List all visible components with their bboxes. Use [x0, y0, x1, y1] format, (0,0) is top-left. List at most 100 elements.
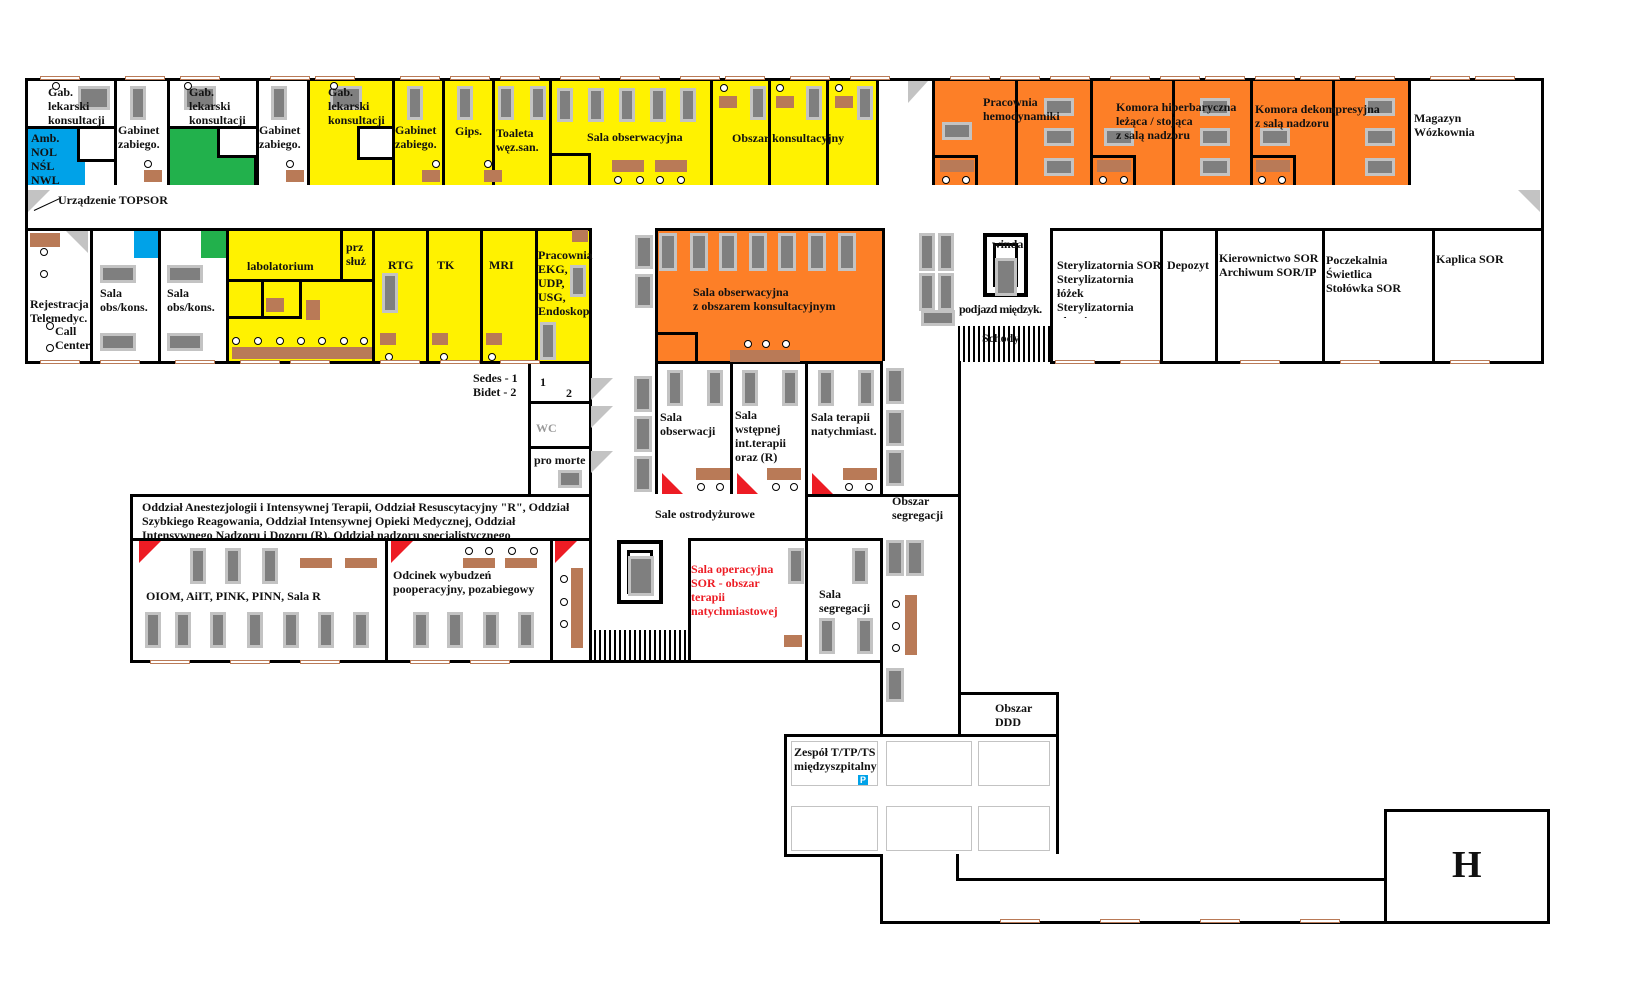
door-icon[interactable] [591, 451, 613, 473]
bed-icon [857, 618, 873, 654]
door-icon[interactable] [908, 81, 928, 103]
window-icon [440, 360, 480, 364]
room-labolatorium[interactable] [226, 228, 343, 282]
chair-icon [560, 620, 568, 628]
label-labolatorium: labolatorium [247, 259, 314, 273]
bed-icon [806, 86, 822, 120]
red-door-icon[interactable] [737, 473, 759, 495]
bed-icon [707, 370, 723, 406]
label-obszar-segregacji: Obszar segregacji [892, 494, 944, 522]
parking-bay [886, 806, 972, 851]
door-icon[interactable] [591, 406, 613, 428]
room-kierownictwo[interactable] [1215, 228, 1325, 364]
window-icon [500, 360, 540, 364]
bed-icon [819, 618, 835, 654]
stairs-icon[interactable] [958, 326, 1051, 362]
bed-icon [1260, 128, 1290, 146]
room-depozyt[interactable] [1160, 228, 1218, 364]
red-door-icon[interactable] [391, 541, 413, 563]
room-zespol-transport[interactable] [784, 734, 1059, 857]
bed-icon [938, 273, 954, 311]
door-icon[interactable] [28, 190, 50, 212]
window-icon [790, 76, 830, 80]
room-prz-sluz[interactable] [340, 228, 375, 282]
room-toilet-1[interactable] [528, 361, 592, 404]
bed-icon [407, 86, 423, 120]
door-icon[interactable] [1518, 190, 1540, 212]
bed-icon [886, 668, 904, 702]
window-icon [1200, 919, 1240, 923]
label-magazyn: Magazyn Wózkownia [1414, 111, 1475, 139]
room-poczekalnia[interactable] [1322, 228, 1435, 364]
desk-icon [905, 595, 917, 655]
red-door-icon[interactable] [812, 473, 834, 495]
door-icon[interactable] [66, 231, 88, 253]
window-icon [1355, 76, 1395, 80]
bed-icon [518, 612, 534, 648]
chair-icon [508, 547, 516, 555]
red-door-icon[interactable] [555, 541, 577, 563]
chair-icon [1278, 176, 1286, 184]
label-sala-segregacji: Sala segregacji [819, 587, 871, 615]
label-oiom: OIOM, AiIT, PINK, PINN, Sala R [146, 589, 321, 603]
window-icon [175, 360, 215, 364]
desk-icon [730, 350, 800, 362]
bed-icon [886, 410, 904, 446]
label-gabinet-zab3: Gabinet zabiego. [395, 123, 437, 151]
chair-icon [772, 483, 780, 491]
label-sala-terapii: Sala terapii natychmiast. [811, 410, 877, 438]
window-icon [1300, 76, 1340, 80]
desk-icon [572, 230, 588, 242]
label-hemodynamika: Pracownia hemodynamiki [983, 95, 1060, 123]
bed-icon [210, 612, 226, 648]
chair-icon [942, 176, 950, 184]
room-amb-nol[interactable] [25, 126, 85, 188]
chair-icon [465, 547, 473, 555]
label-podjazd: podjazd międzyk. [959, 302, 1042, 316]
window-icon [470, 660, 510, 664]
window-icon [1100, 919, 1140, 923]
bed-icon [530, 86, 546, 120]
label-sedes-bidet: Sedes - 1 Bidet - 2 [473, 371, 518, 399]
desk-icon [784, 635, 802, 647]
bed-icon [1104, 128, 1134, 146]
window-icon [380, 360, 420, 364]
bed-icon [1365, 158, 1395, 176]
bed-icon [1200, 158, 1230, 176]
door-icon[interactable] [591, 378, 613, 400]
label-wc: WC [536, 421, 557, 435]
bed-icon [413, 612, 429, 648]
green-area [201, 231, 226, 258]
bed-icon [942, 122, 972, 140]
desk-icon [380, 333, 396, 345]
chair-icon [254, 337, 262, 345]
window-icon [1000, 76, 1040, 80]
helipad[interactable] [1384, 809, 1550, 924]
room-sterylizatornia[interactable] [1050, 228, 1163, 364]
window-icon [620, 76, 660, 80]
chair-icon [636, 176, 644, 184]
desk-icon [696, 468, 730, 480]
window-icon [1055, 360, 1095, 364]
label-poczekalnia: Poczekalnia Świetlica Stołówka SOR [1326, 253, 1402, 295]
red-door-icon[interactable] [662, 473, 684, 495]
room-kaplica[interactable] [1432, 228, 1544, 364]
bed-icon [667, 370, 683, 406]
window-icon [290, 360, 330, 364]
restroom [655, 332, 698, 364]
window-icon [560, 76, 600, 80]
bed-icon [906, 540, 924, 576]
red-door-icon[interactable] [139, 541, 161, 563]
bed-icon [857, 86, 873, 120]
window-icon [300, 660, 340, 664]
chair-icon [962, 176, 970, 184]
stairs-icon[interactable] [594, 630, 686, 660]
area-sale-ostrodyzurowe[interactable] [589, 494, 808, 542]
wall [956, 854, 959, 881]
label-pracownia-ekg: Pracownia EKG, UDP, USG, Endoskop [538, 248, 593, 318]
room-obszar-ddd[interactable] [958, 692, 1059, 738]
chair-icon [232, 337, 240, 345]
label-sala-wstepnej: Sala wstępnej int.terapii oraz (R) [735, 408, 786, 464]
bed-icon [782, 370, 798, 406]
main-corridor[interactable] [25, 185, 1544, 231]
